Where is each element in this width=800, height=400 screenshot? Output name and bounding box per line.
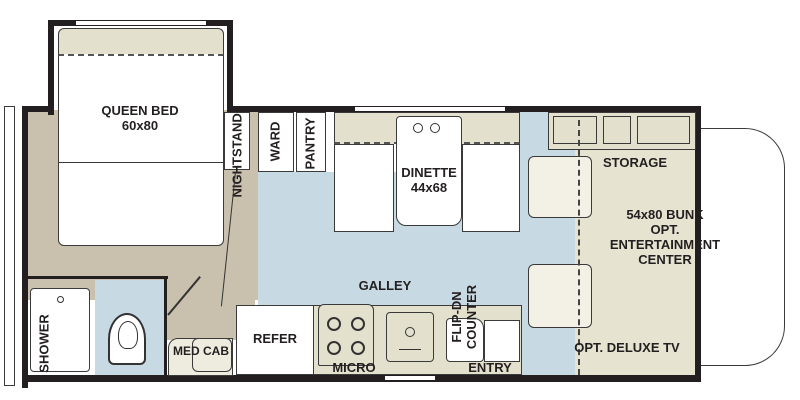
bathroom-sink[interactable]: [192, 338, 232, 372]
front-wall: [695, 106, 701, 382]
burner-icon: [327, 341, 341, 355]
entry-step[interactable]: [484, 320, 520, 362]
queen-bed-label: QUEEN BED 60x80: [101, 103, 179, 133]
rear-wall-step: [22, 106, 54, 112]
bathroom-top-wall: [28, 276, 168, 279]
front-cabinet-left: [553, 116, 597, 144]
refer-label: REFER: [252, 331, 298, 346]
sink-dinette-circles: [413, 123, 443, 133]
pantry[interactable]: [296, 112, 326, 172]
opt-deluxe-tv-label: OPT. DELUXE TV: [574, 340, 680, 355]
entry-door-gap: [385, 376, 435, 380]
bed-headboard-cabinet: [58, 28, 224, 56]
faucet-icon: [405, 327, 415, 337]
bunk-area: [575, 150, 700, 378]
dinette-seat-right[interactable]: [462, 144, 520, 232]
refrigerator[interactable]: [236, 305, 314, 375]
front-seat-bottom[interactable]: [528, 264, 592, 328]
bunk-label: 54x80 BUNK OPT. ENTERTAINMENT CENTER: [609, 207, 721, 267]
front-stove: [603, 116, 631, 144]
entry-label: ENTRY: [468, 360, 512, 375]
front-cabinet-right: [637, 116, 690, 144]
bedroom-slide-right-wall: [227, 20, 233, 112]
micro-label: MICRO: [332, 360, 376, 375]
bottom-wall: [22, 375, 700, 382]
drain-icon: [399, 349, 421, 350]
front-seat-top[interactable]: [528, 156, 592, 218]
wardrobe[interactable]: [258, 112, 294, 172]
ward-label: WARD: [267, 121, 283, 162]
dinette-seat-left[interactable]: [334, 144, 394, 232]
storage-label: STORAGE: [602, 155, 668, 170]
rear-bumper: [4, 106, 15, 386]
dinette-table[interactable]: [396, 116, 462, 226]
flip-down-counter[interactable]: [446, 318, 484, 362]
bedroom-window: [76, 21, 206, 25]
burner-icon: [351, 341, 365, 355]
galley-label: GALLEY: [358, 278, 412, 293]
rear-wall: [22, 106, 28, 388]
bathroom-right-wall: [164, 276, 167, 376]
med-cab-label: MED CAB: [173, 344, 229, 358]
dinette-label: DINETTE 44x68: [401, 165, 457, 195]
galley-sink[interactable]: [386, 312, 434, 362]
burner-icon: [327, 317, 341, 331]
nightstand[interactable]: [224, 112, 250, 170]
burner-icon: [351, 317, 365, 331]
bunk-dashed-edge: [578, 120, 580, 375]
bedroom-slide-left-wall: [48, 20, 54, 115]
toilet-icon[interactable]: [108, 313, 146, 365]
shower-drain-icon: [57, 296, 64, 303]
shower-label: SHOWER: [36, 314, 52, 373]
stove-range[interactable]: [318, 304, 374, 366]
flip-dn-counter-label: FLIP-DN COUNTER: [449, 284, 479, 350]
queen-bed[interactable]: [58, 54, 224, 246]
dinette-window: [355, 107, 505, 111]
bed-fold-line: [59, 162, 223, 163]
pantry-label: PANTRY: [302, 117, 318, 170]
vehicle-cab: [700, 128, 785, 366]
